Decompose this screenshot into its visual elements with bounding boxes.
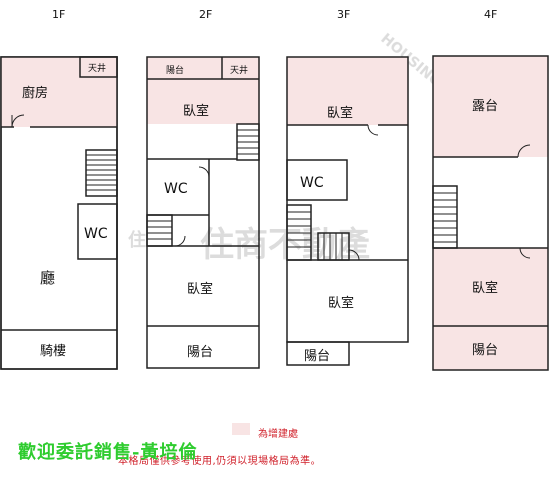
floor-label-2f: 2F bbox=[199, 8, 212, 21]
floor-label-4f: 4F bbox=[484, 8, 497, 21]
room-bedroom-rear-2f: 臥室 bbox=[187, 281, 213, 297]
room-arcade-1f: 騎樓 bbox=[40, 344, 66, 359]
room-wc-3f: WC bbox=[300, 175, 324, 191]
watermark-logo: 住 bbox=[128, 229, 146, 251]
floor-label-1f: 1F bbox=[52, 8, 65, 21]
room-skylight-1f: 天井 bbox=[88, 62, 106, 74]
room-wc-2f: WC bbox=[164, 181, 188, 197]
room-bedroom-4f: 臥室 bbox=[472, 280, 498, 296]
room-terrace-4f: 露台 bbox=[472, 99, 498, 114]
room-bedroom-rear-3f: 臥室 bbox=[328, 295, 354, 311]
legend-label: 為增建處 bbox=[258, 429, 298, 440]
room-balcony-top-2f: 陽台 bbox=[166, 64, 184, 76]
legend-swatch bbox=[232, 423, 250, 435]
floor-2f bbox=[146, 56, 260, 369]
floor-1f bbox=[0, 56, 118, 370]
room-balcony-4f: 陽台 bbox=[472, 343, 498, 358]
watermark-text: 住商不動產 bbox=[200, 225, 370, 265]
floor-3f bbox=[286, 56, 409, 366]
floor-4f bbox=[432, 55, 549, 371]
room-balcony-bottom-2f: 陽台 bbox=[187, 345, 213, 360]
room-kitchen-1f: 廚房 bbox=[22, 85, 48, 101]
room-bedroom-front-3f: 臥室 bbox=[327, 105, 353, 121]
floor-label-3f: 3F bbox=[337, 8, 350, 21]
room-balcony-3f: 陽台 bbox=[304, 349, 330, 364]
room-bedroom-front-2f: 臥室 bbox=[183, 103, 209, 119]
room-hall-1f: 廳 bbox=[40, 269, 55, 287]
room-skylight-2f: 天井 bbox=[230, 64, 248, 76]
disclaimer-note: 本格局僅供參考使用,仍須以現場格局為準。 bbox=[118, 456, 322, 467]
room-wc-1f: WC bbox=[84, 226, 108, 242]
agent-banner: 歡迎委託銷售-黃培倫 bbox=[18, 442, 198, 463]
